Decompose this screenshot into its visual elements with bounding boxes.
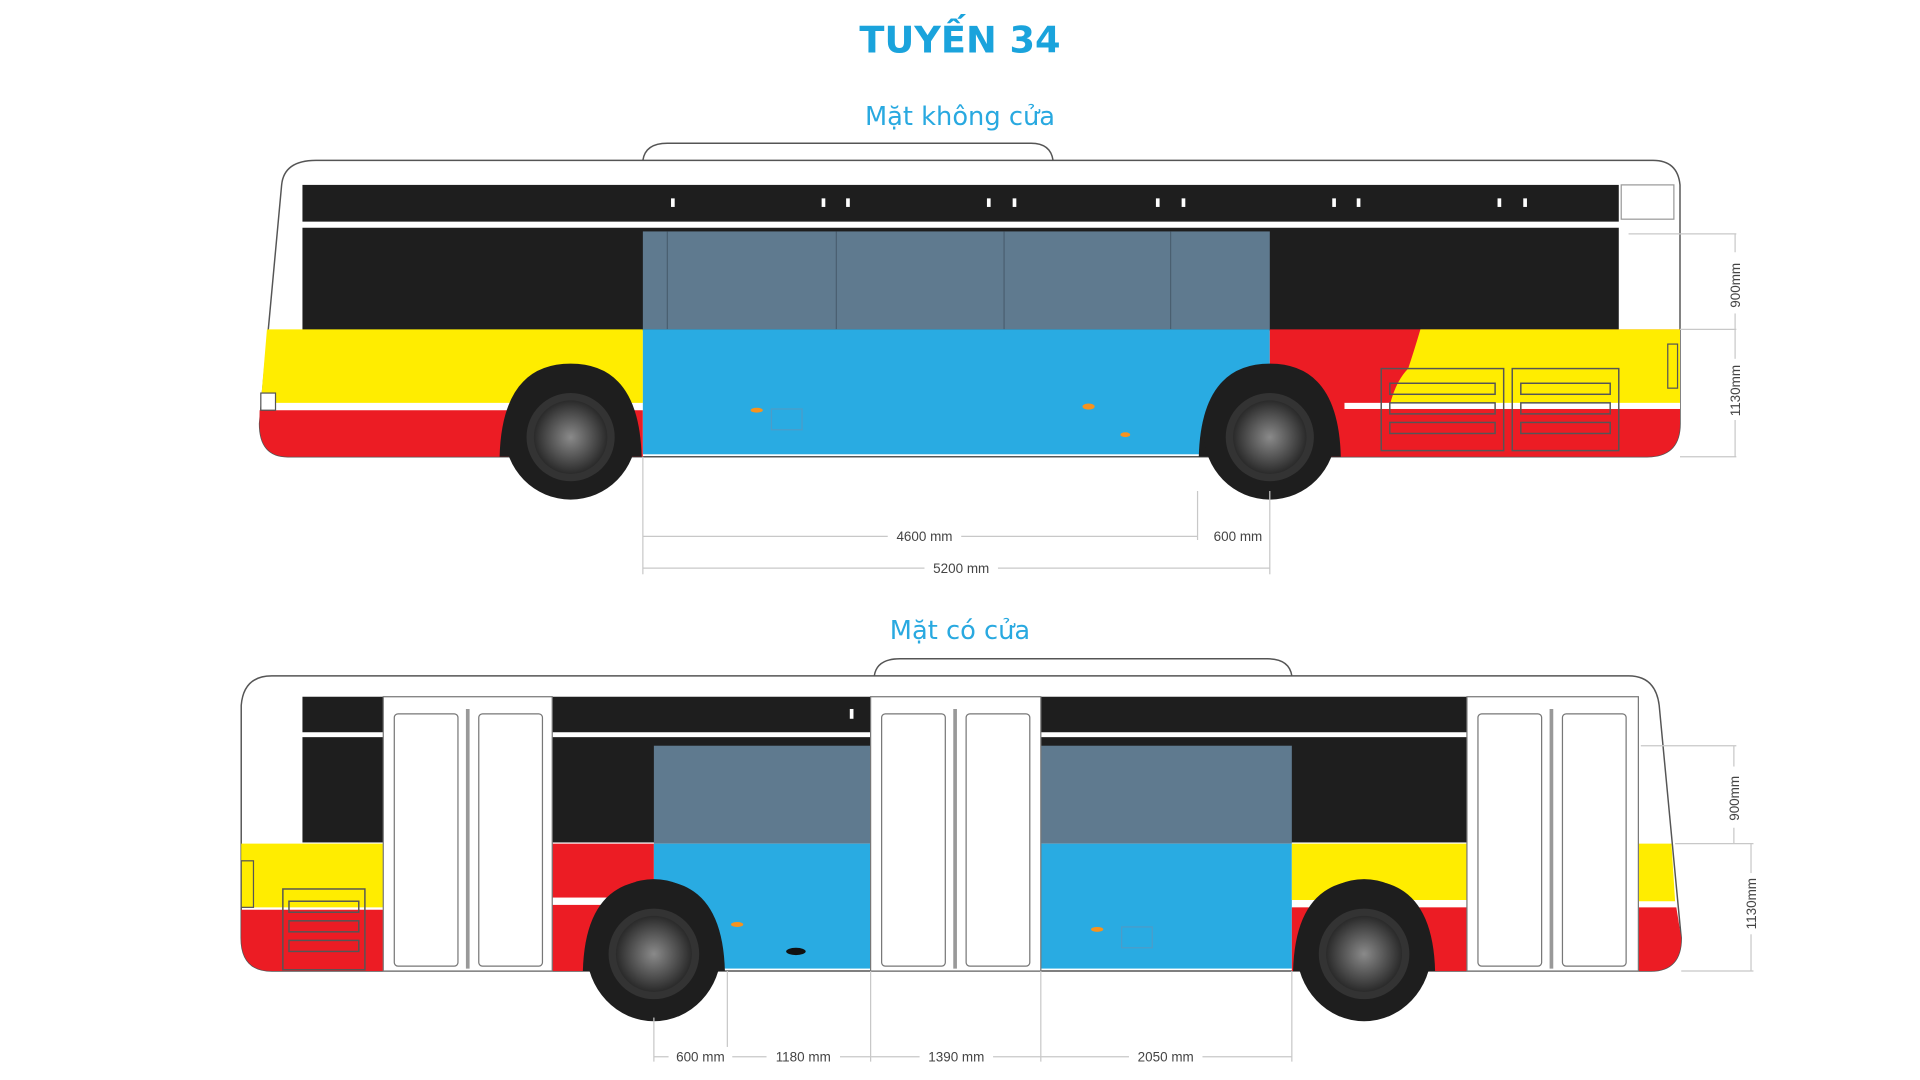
ad-window-area-2	[1040, 745, 1292, 844]
dim-600: 600 mm	[1214, 529, 1263, 544]
ad-panel-blue	[642, 329, 1270, 455]
view-label-door: Mặt có cửa	[890, 616, 1030, 646]
dim-900mm: 900mm	[1727, 776, 1742, 821]
destination-band	[302, 184, 1619, 222]
front-wheel	[582, 879, 725, 1022]
rear-wheel	[1198, 363, 1341, 500]
ad-window-area-1	[653, 745, 871, 844]
yellow-band-front	[241, 843, 384, 908]
dim-2050: 2050 mm	[1138, 1050, 1194, 1065]
engine-vents	[1380, 367, 1620, 452]
bus-side-door: 600 mm 1180 mm 1390 mm 2050 mm 900mm 113…	[240, 658, 1760, 1065]
door-middle	[870, 696, 1042, 972]
bus-side-no-door: 4600 mm 600 mm 5200 mm 900mm 1130mm	[258, 142, 1744, 576]
rear-wheel	[1293, 879, 1436, 1022]
yellow-band-rear	[1389, 329, 1680, 406]
dim-1180: 1180 mm	[776, 1050, 831, 1065]
roof-unit	[642, 142, 1054, 161]
door-front	[382, 696, 553, 972]
dim-1130mm: 1130mm	[1728, 365, 1743, 416]
front-vents	[282, 888, 366, 971]
dim-1130mm: 1130mm	[1744, 878, 1759, 929]
door-rear	[1466, 696, 1639, 972]
ad-window-area	[642, 231, 1270, 330]
dim-1390: 1390 mm	[928, 1050, 984, 1065]
ad-panel-blue-2	[1040, 843, 1292, 969]
dim-5200: 5200 mm	[933, 561, 989, 576]
dim-4600: 4600 mm	[896, 529, 952, 544]
front-wheel	[499, 363, 642, 500]
dim-600: 600 mm	[676, 1050, 725, 1065]
roof-unit	[873, 658, 1293, 677]
dim-900mm: 900mm	[1728, 263, 1743, 308]
view-label-no-door: Mặt không cửa	[865, 102, 1055, 132]
page-title: TUYẾN 34	[859, 13, 1060, 62]
